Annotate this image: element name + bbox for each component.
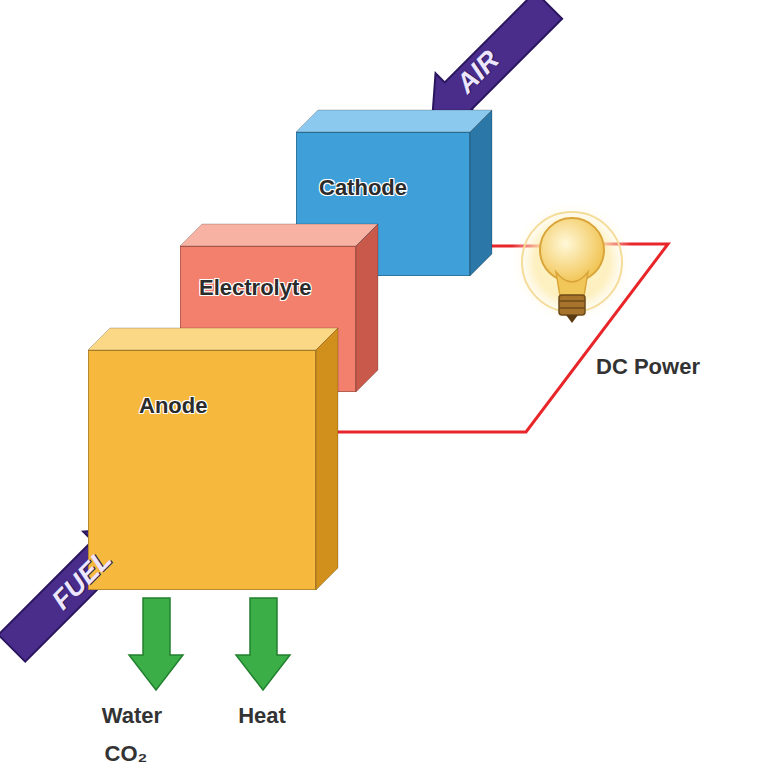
fuel-cell-layer: Anode — [88, 350, 316, 590]
output-label: Water — [102, 703, 162, 729]
output-arrow — [129, 598, 290, 690]
box-faces — [89, 351, 317, 591]
layer-label: Electrolyte — [199, 275, 312, 301]
output-label: DC Power — [596, 354, 700, 380]
light-bulb — [510, 200, 634, 324]
output-label: CO₂ — [105, 741, 148, 767]
layer-label: Cathode — [319, 175, 407, 201]
output-label: Heat — [238, 703, 286, 729]
layer-label: Anode — [139, 393, 207, 419]
